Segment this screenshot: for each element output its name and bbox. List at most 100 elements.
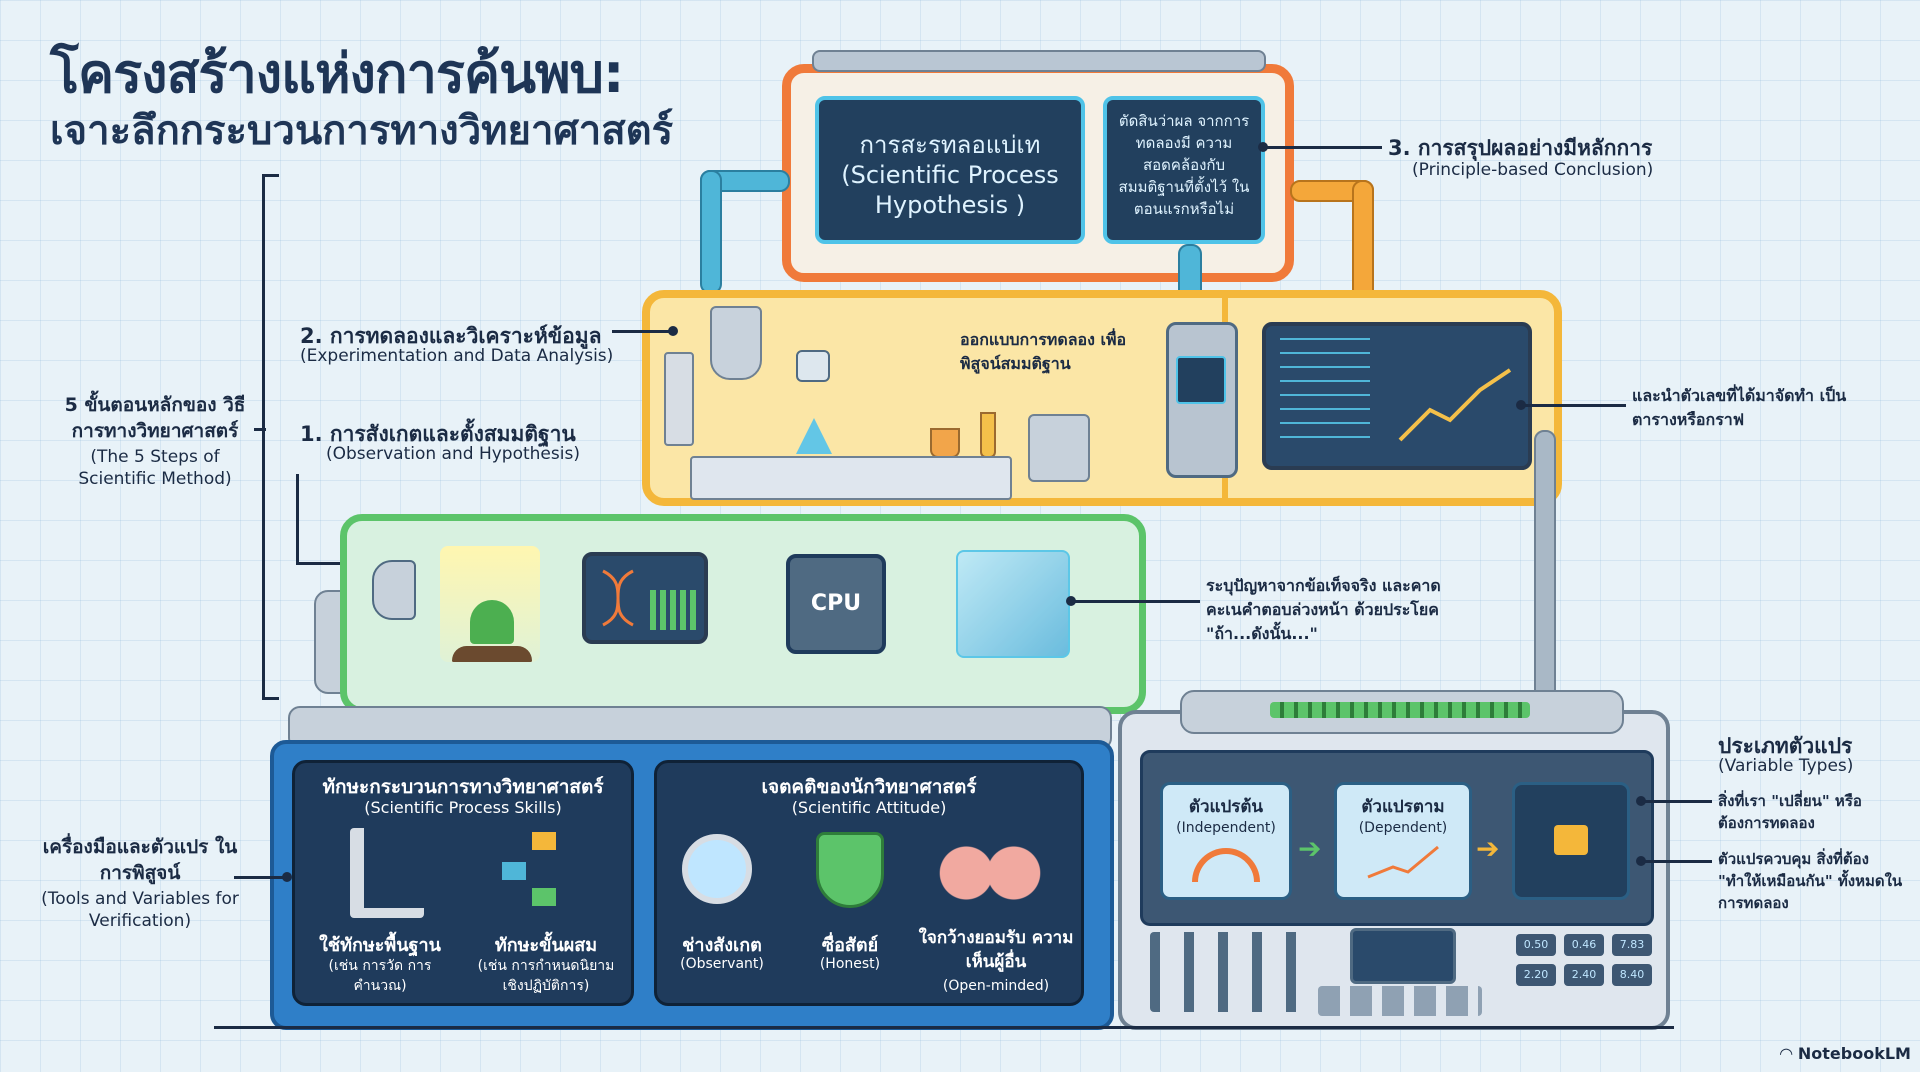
knob-panel[interactable] [1318,986,1482,1016]
lab-note: ออกแบบการทดลอง เพื่อพิสูจน์สมมติฐาน [960,330,1127,373]
variables-note-change: สิ่งที่เรา "เปลี่ยน" หรือต้องการทดลอง [1718,792,1862,832]
brand-icon: ◠ [1780,1044,1798,1063]
step2-leader [612,330,672,333]
lab-funnel [710,306,762,380]
soil-mound [452,646,532,662]
control-leader [1640,860,1712,863]
page-subtitle: เจาะลึกกระบวนการทางวิทยาศาสตร์ [50,108,674,154]
dependent-label: ตัวแปรตาม [1361,797,1445,817]
change-leader [1640,800,1712,803]
change-dot [1636,796,1646,806]
attitude-item-2-label: ซื่อสัตย์ [821,935,879,956]
attitude-item-2-detail: (Honest) [819,956,881,972]
keypad-key[interactable]: 7.83 [1612,934,1652,956]
led-strip [1270,702,1530,718]
beaker-icon [930,428,960,458]
tools-title: เครื่องมือและตัวแปร ในการพิสูจน์ [42,836,238,884]
skills-item-2-label: ทักษะขั้นผสม [494,935,598,956]
keypad-key[interactable]: 2.40 [1564,964,1604,986]
trend-line-chart [1398,368,1512,442]
attitude-title: เจตคติของนักวิทยาศาสตร์ [761,776,977,798]
arrow-right-icon-2: ➔ [1476,832,1500,865]
pipe-orange-right-down [1352,180,1374,302]
chart-note: และนำตัวเลขที่ได้มาจัดทำ เป็นตารางหรือกร… [1632,386,1847,429]
cpu-chip: CPU [786,554,886,654]
crystal-hologram-icon [956,550,1070,658]
arrow-right-icon-1: ➔ [1298,832,1322,865]
step3-dot [1258,142,1268,152]
brand-logo: ◠ NotebookLM [1780,1044,1911,1063]
attitude-item-1-detail: (Observant) [680,956,764,972]
lab-bench [690,456,1012,500]
plant-icon [470,600,514,644]
observe-dot [1066,596,1076,606]
pipe-blue-left-down [700,170,722,294]
method-bracket [262,174,279,700]
brand-name: NotebookLM [1797,1044,1911,1063]
observe-leader [1070,600,1200,603]
flowchart-icon [502,832,582,906]
magnifier-eye-icon [682,834,752,904]
lab-machine [1028,414,1090,482]
step3-title: 3. การสรุปผลอย่างมีหลักการ [1388,136,1653,160]
gauge-icon [796,350,830,382]
attitude-item-1-label: ช่างสังเกต [682,935,762,956]
step3-leader [1262,146,1382,149]
page-title: โครงสร้างแห่งการค้นพบ: [50,42,624,105]
chart-leader [1520,404,1626,407]
skills-item-1-detail: (เช่น การวัด การคำนวณ) [328,958,432,994]
attitude-item-3-label: ใจกว้างยอมรับ ความเห็นผู้อื่น [918,928,1074,972]
variables-title: ประเภทตัวแปร [1718,734,1853,758]
skills-panel [292,760,634,1006]
bracket-notch [254,428,266,431]
independent-sub: (Independent) [1176,820,1276,836]
pipe-gray-right [1534,430,1556,704]
speed-dial-icon [1192,848,1260,882]
device-screen [1176,356,1226,404]
test-tube-icon [980,412,996,458]
keypad-key[interactable]: 8.40 [1612,964,1652,986]
hypothesis-main-screen: การสะรทลอแบ่เท (Scientific Process Hypot… [815,96,1085,244]
tools-subtitle: (Tools and Variables for Verification) [41,889,239,931]
rising-graph-icon [1367,845,1439,879]
bar-mini-chart [650,590,698,630]
microscope-icon [350,828,424,918]
dna-icon [602,569,634,627]
step2-subtitle: (Experimentation and Data Analysis) [300,346,614,366]
method-title: 5 ขั้นตอนหลักของ วิธีการทางวิทยาศาสตร์ [64,394,246,442]
skills-title: ทักษะกระบวนการทางวิทยาศาสตร์ [322,776,604,798]
keypad-key[interactable]: 0.50 [1516,934,1556,956]
attitude-item-3-detail: (Open-minded) [942,978,1050,994]
dependent-sub: (Dependent) [1358,820,1448,836]
step1-title: 1. การสังเกตและตั้งสมมติฐาน [300,422,576,446]
control-dot [1636,856,1646,866]
keypad-key[interactable]: 2.20 [1516,964,1556,986]
observe-note: ระบุปัญหาจากข้อเท็จจริง และคาดคะเนคำตอบล… [1206,576,1441,643]
attitude-subtitle: (Scientific Attitude) [791,798,947,817]
data-table-grid [1280,338,1370,448]
step1-subtitle: (Observation and Hypothesis) [326,444,580,464]
top-module-cap [812,50,1266,72]
tools-dot [282,872,292,882]
step1-leader-h [296,562,362,565]
keypad-key[interactable]: 0.46 [1564,934,1604,956]
chart-dot [1516,400,1526,410]
slider-controls[interactable] [1150,932,1300,1012]
step3-subtitle: (Principle-based Conclusion) [1412,160,1654,180]
conclusion-side-screen: ตัดสินว่าผล จากการทดลองมี ความสอดคล้องกั… [1103,96,1265,244]
conclusion-screen-text: ตัดสินว่าผล จากการทดลองมี ความสอดคล้องกั… [1118,112,1250,218]
controlled-variable-screen [1512,782,1630,900]
spotlight-lamp-icon [372,560,416,620]
step2-title: 2. การทดลองและวิเคราะห์ข้อมูล [300,324,602,348]
method-subtitle: (The 5 Steps of Scientific Method) [78,447,232,489]
independent-variable-screen: ตัวแปรต้น (Independent) [1160,782,1292,900]
flask-icon [796,418,832,454]
floor-line [214,1026,1674,1029]
skills-item-2-detail: (เช่น การกำหนดนิยาม เชิงปฏิบัติการ) [477,958,615,994]
independent-label: ตัวแปรต้น [1188,797,1264,817]
dependent-variable-screen: ตัวแปรตาม (Dependent) [1334,782,1472,900]
step1-leader [296,474,299,564]
variables-note-control: ตัวแปรควบคุม สิ่งที่ต้อง "ทำให้เหมือนกัน… [1718,850,1903,912]
heads-discussion-icon [936,838,1044,908]
lock-icon [1554,825,1588,855]
